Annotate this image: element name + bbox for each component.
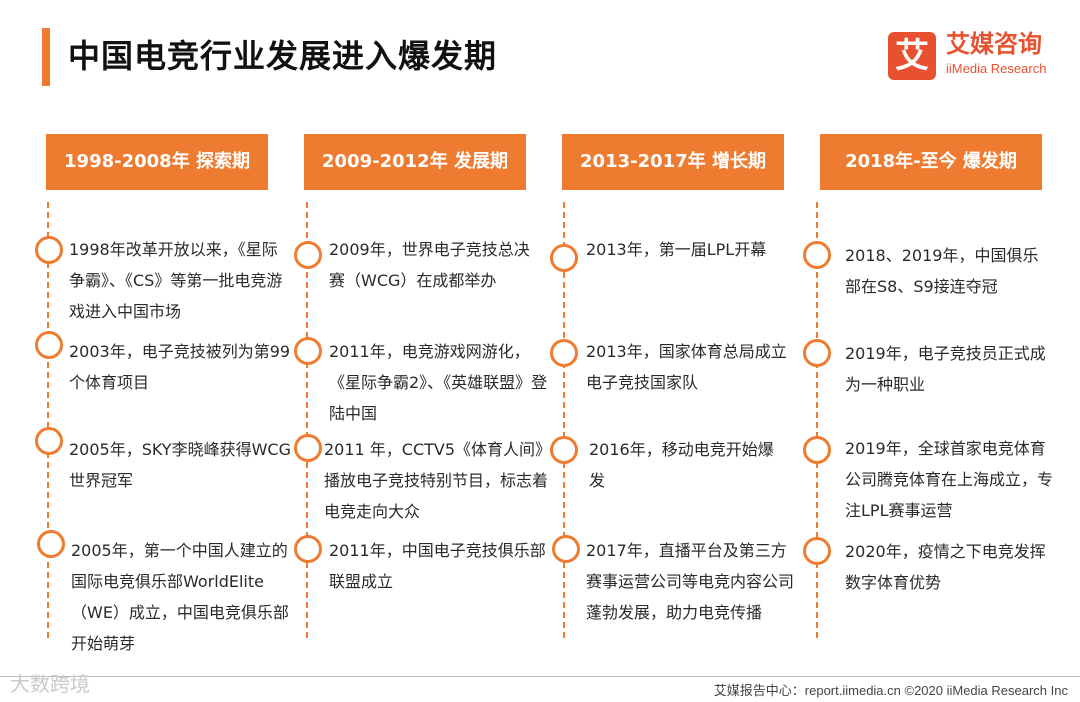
footer-source: 艾媒报告中心：report.iimedia.cn ©2020 iiMedia R… <box>713 683 1068 698</box>
timeline-line-3 <box>563 202 565 638</box>
timeline-marker <box>803 436 831 464</box>
timeline-line-4 <box>816 202 818 638</box>
phase-header-exploration: 1998-2008年 探索期 <box>46 134 268 190</box>
event-text: 2017年，直播平台及第三方赛事运营公司等电竞内容公司蓬勃发展，助力电竞传播 <box>586 541 795 622</box>
page-title: 中国电竞行业发展进入爆发期 <box>68 37 498 75</box>
event-text: 2011年，电竞游戏网游化，《星际争霸2》、《英雄联盟》登陆中国 <box>329 342 548 423</box>
title-accent-bar <box>42 28 50 86</box>
logo-mark: 艾 <box>888 32 936 80</box>
event-text: 2020年，疫情之下电竞发挥数字体育优势 <box>845 542 1046 592</box>
event-text: 2005年，第一个中国人建立的国际电竞俱乐部WorldElite（WE）成立，中… <box>71 541 289 653</box>
event-text: 2016年，移动电竞开始爆发 <box>589 440 774 490</box>
timeline-marker <box>803 537 831 565</box>
logo-en-text: iiMedia Research <box>946 61 1047 76</box>
timeline-marker <box>35 427 63 455</box>
timeline-marker <box>294 434 322 462</box>
watermark: 大数跨境 <box>10 672 90 696</box>
timeline-line-1 <box>47 202 49 638</box>
timeline-line-2 <box>306 202 308 638</box>
timeline-marker <box>552 535 580 563</box>
event-text: 2019年，电子竞技员正式成为一种职业 <box>845 344 1046 394</box>
event-text: 2011 年，CCTV5《体育人间》播放电子竞技特别节目，标志着电竞走向大众 <box>324 440 552 521</box>
event-text: 2019年，全球首家电竞体育公司腾竞体育在上海成立，专注LPL赛事运营 <box>845 439 1054 520</box>
timeline-marker <box>35 236 63 264</box>
timeline-marker <box>37 530 65 558</box>
phase-header-growth: 2013-2017年 增长期 <box>562 134 784 190</box>
timeline-marker <box>550 339 578 367</box>
event-text: 2013年，国家体育总局成立电子竞技国家队 <box>586 342 787 392</box>
timeline-marker <box>803 339 831 367</box>
event-text: 1998年改革开放以来，《星际争霸》、《CS》等第一批电竞游戏进入中国市场 <box>69 240 283 321</box>
timeline-marker <box>550 436 578 464</box>
timeline-marker <box>294 535 322 563</box>
event-text: 2018、2019年，中国俱乐部在S8、S9接连夺冠 <box>845 246 1039 296</box>
event-text: 2005年，SKY李晓峰获得WCG世界冠军 <box>69 440 291 490</box>
event-text: 2003年，电子竞技被列为第99个体育项目 <box>69 342 291 392</box>
phase-header-explosion: 2018年-至今 爆发期 <box>820 134 1042 190</box>
event-text: 2011年，中国电子竞技俱乐部联盟成立 <box>329 541 546 591</box>
event-text: 2013年，第一届LPL开幕 <box>586 240 767 259</box>
logo-cn-text: 艾媒咨询 <box>946 30 1042 58</box>
phase-header-development: 2009-2012年 发展期 <box>304 134 526 190</box>
timeline-marker <box>550 244 578 272</box>
event-text: 2009年，世界电子竞技总决赛（WCG）在成都举办 <box>329 240 530 290</box>
timeline-marker <box>35 331 63 359</box>
timeline-marker <box>294 337 322 365</box>
timeline-marker <box>803 241 831 269</box>
iimedia-logo: 艾 艾媒咨询 iiMedia Research <box>888 28 1068 86</box>
footer-divider <box>0 676 1080 677</box>
timeline-marker <box>294 241 322 269</box>
